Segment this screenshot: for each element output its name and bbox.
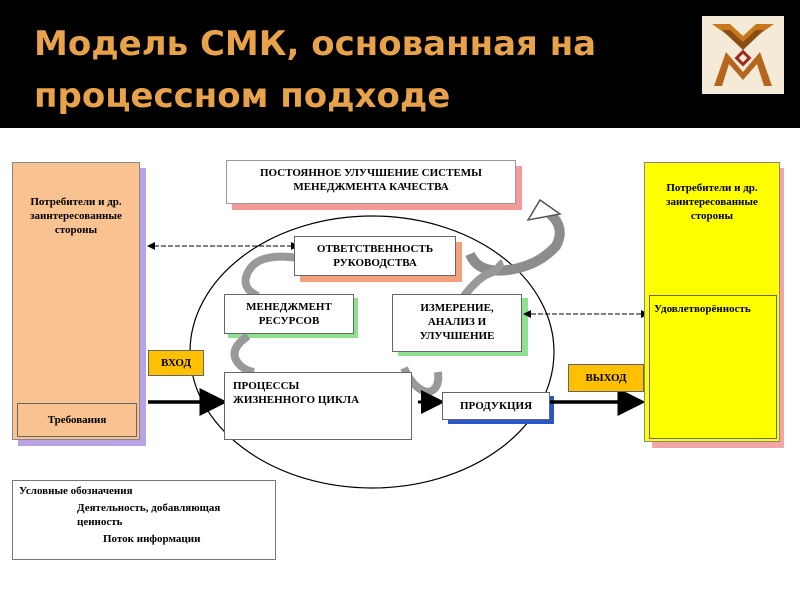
requirements-box: Требования — [17, 403, 137, 437]
management-responsibility-box: ОТВЕТСТВЕННОСТЬ РУКОВОДСТВА — [294, 236, 456, 276]
cycle-arrowhead-icon — [526, 198, 562, 222]
legend-info-flow: Поток информации — [103, 533, 201, 545]
slide-title: Модель СМК, основанная на процессном под… — [34, 24, 597, 116]
legend-title: Условные обозначения — [19, 485, 133, 497]
measure-to-resp-arrow-icon — [460, 259, 504, 299]
resources-to-lifecycle-arrow-icon — [230, 332, 255, 376]
right-stakeholders-panel: Потребители и др. заинтересованные сторо… — [644, 162, 780, 442]
legend-box: Условные обозначения Деятельность, добав… — [12, 480, 276, 560]
satisfaction-label: Удовлетворённость — [654, 303, 751, 315]
improvement-cycle-arrow-icon — [465, 203, 565, 276]
left-stakeholders-panel: Потребители и др. заинтересованные сторо… — [12, 162, 140, 440]
right-stakeholders-label: Потребители и др. заинтересованные сторо… — [666, 182, 758, 222]
lifecycle-processes-box: ПРОЦЕССЫ ЖИЗНЕННОГО ЦИКЛА — [224, 372, 412, 440]
resp-to-resources-arrow-icon — [241, 252, 299, 300]
logo — [702, 16, 784, 94]
output-box: ВЫХОД — [568, 364, 644, 392]
input-box: ВХОД — [148, 350, 204, 376]
resource-management-box: МЕНЕДЖМЕНТ РЕСУРСОВ — [224, 294, 354, 334]
header-bar: Модель СМК, основанная на процессном под… — [0, 0, 800, 128]
measurement-analysis-box: ИЗМЕРЕНИЕ, АНАЛИЗ И УЛУЧШЕНИЕ — [392, 294, 522, 352]
logo-emblem-icon — [712, 24, 774, 86]
continual-improvement-box: ПОСТОЯННОЕ УЛУЧШЕНИЕ СИСТЕМЫ МЕНЕДЖМЕНТА… — [226, 160, 516, 204]
left-stakeholders-label: Потребители и др. заинтересованные сторо… — [30, 196, 122, 236]
satisfaction-box: Удовлетворённость — [649, 295, 777, 439]
legend-value-activity: Деятельность, добавляющая ценность — [77, 502, 221, 528]
product-box: ПРОДУКЦИЯ — [442, 392, 550, 420]
qms-diagram: Потребители и др. заинтересованные сторо… — [8, 146, 792, 566]
requirements-label: Требования — [47, 414, 107, 426]
